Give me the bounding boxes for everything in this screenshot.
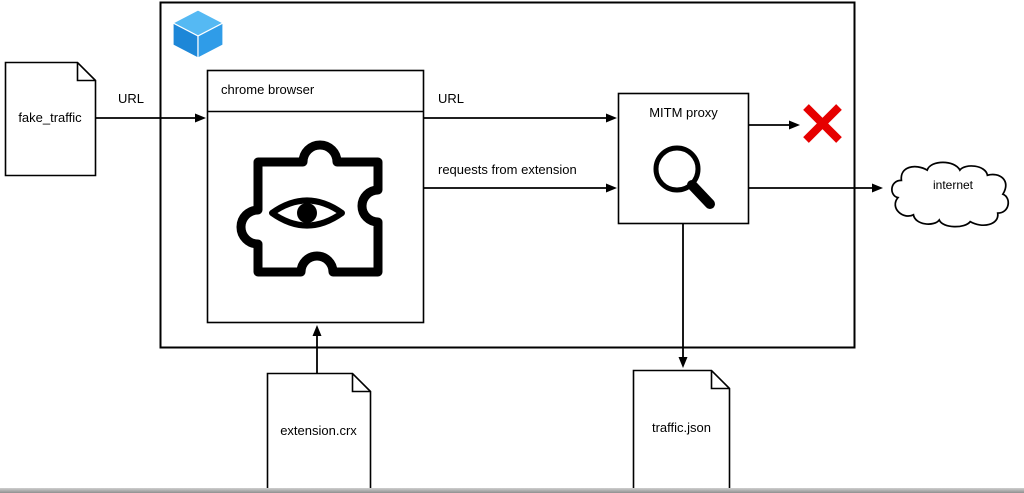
red-x-icon (803, 104, 842, 143)
internet-label: internet (932, 178, 974, 192)
cube-right-face (197, 22, 224, 59)
fake-traffic-label: fake_traffic (18, 110, 82, 125)
arrow-browser-to-proxy-url (424, 113, 617, 123)
arrow-proxy-to-internet (749, 183, 883, 193)
bottom-edge-strip (0, 488, 1024, 493)
arrow-fake-traffic-to-browser (95, 113, 206, 123)
eye-pupil (297, 203, 317, 223)
fake-traffic-document-shape (4, 61, 97, 177)
arrow-proxy-to-blocked-x (749, 120, 800, 130)
traffic-json-label: traffic.json (651, 420, 711, 435)
internet-cloud-shape (891, 161, 1010, 228)
edge-label-url-1: URL (118, 91, 145, 106)
edge-label-url-2: URL (438, 91, 465, 106)
arrows-layer (95, 113, 883, 373)
traffic-json-document-shape (632, 369, 731, 492)
arrow-proxy-to-traffic-json (678, 224, 688, 368)
mitm-proxy-label: MITM proxy (649, 105, 718, 120)
extension-crx-document-shape (266, 372, 372, 492)
package-cube-icon (171, 9, 225, 59)
extension-crx-label: extension.crx (280, 423, 357, 438)
mitm-proxy-box (617, 92, 750, 225)
edge-label-requests: requests from extension (438, 162, 577, 177)
dogear-fold (710, 370, 730, 390)
magnifier-icon (653, 145, 715, 209)
arrow-extension-crx-to-browser (312, 325, 322, 373)
dogear-fold (351, 373, 371, 393)
arrow-browser-to-proxy-requests (424, 183, 617, 193)
chrome-browser-label: chrome browser (221, 82, 315, 97)
dogear-fold (76, 62, 96, 82)
puzzle-piece-eye-icon (236, 140, 383, 277)
